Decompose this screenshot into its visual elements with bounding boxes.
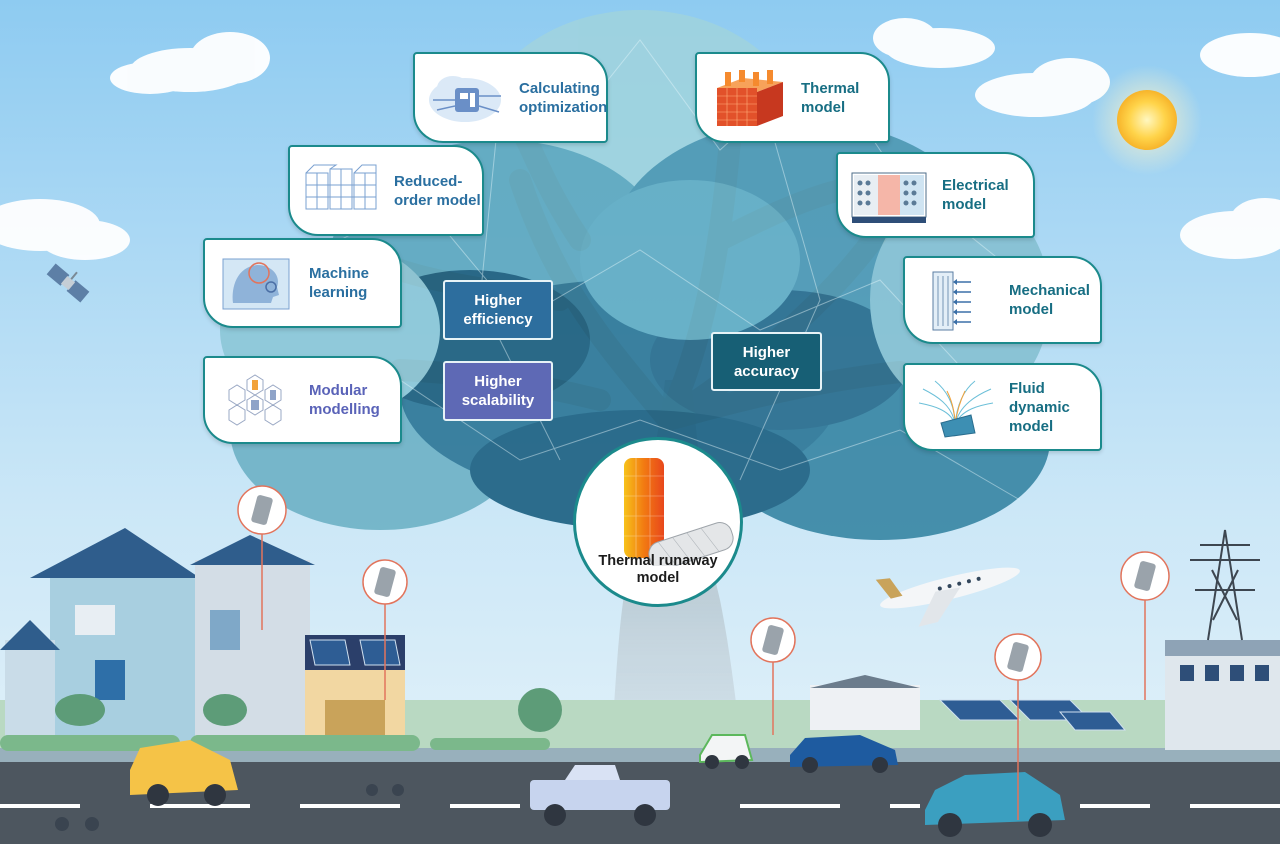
circuit-cloud-icon	[425, 66, 507, 130]
satellite-icon	[46, 263, 90, 303]
card-label: Reduced- order model	[394, 172, 481, 209]
card-label: Thermal model	[801, 79, 860, 116]
card-label: Calculating optimization	[519, 79, 608, 116]
card-fluid-dynamic-model: Fluid dynamic model	[903, 363, 1102, 451]
battery-cell-icon	[251, 495, 1156, 672]
card-label: Modular modelling	[309, 382, 380, 418]
hedge	[0, 735, 550, 751]
scooter-icon	[55, 784, 404, 831]
car-icon	[790, 735, 898, 773]
thermal-runaway-label: Thermal runaway model	[598, 553, 718, 586]
card-machine-learning: Machine learning	[203, 238, 402, 328]
ai-head-icon	[215, 251, 297, 315]
card-label: Mechanical model	[1009, 282, 1090, 318]
car-icon	[925, 772, 1065, 837]
card-mechanical-model: Mechanical model	[903, 256, 1102, 344]
card-calculating-optimization: Calculating optimization	[413, 52, 608, 143]
flow-streamlines-icon	[915, 375, 997, 439]
card-label: Fluid dynamic model	[1009, 379, 1070, 435]
battery-cells-icon	[848, 163, 930, 227]
card-reduced-order-model: Reduced- order model	[288, 145, 484, 236]
card-label: Electrical model	[942, 177, 1009, 213]
higher-accuracy-badge: Higher accuracy	[711, 332, 822, 391]
sun-icon	[1092, 65, 1202, 175]
house-icon	[0, 528, 405, 748]
cloud-icon	[0, 18, 1280, 260]
card-electrical-model: Electrical model	[836, 152, 1035, 238]
wireframe-blocks-icon	[300, 159, 382, 223]
car-icon	[130, 740, 238, 806]
higher-efficiency-badge: Higher efficiency	[443, 280, 553, 340]
hexagon-modules-icon	[215, 368, 297, 432]
airplane-icon	[875, 567, 1020, 627]
cylindrical-cell-icon	[624, 458, 734, 566]
card-modular-modelling: Modular modelling	[203, 356, 402, 444]
heat-cube-icon	[707, 66, 789, 130]
higher-scalability-badge: Higher scalability	[443, 361, 553, 421]
solar-panel-icon	[309, 639, 1127, 731]
card-thermal-model: Thermal model	[695, 52, 890, 143]
tree-icon	[55, 688, 562, 732]
factory-icon	[810, 640, 1280, 750]
power-tower-icon	[1190, 529, 1260, 641]
pickup-truck-icon	[530, 765, 670, 826]
pressed-cell-icon	[915, 268, 997, 332]
card-label: Machine learning	[309, 265, 370, 301]
car-icon	[699, 734, 754, 769]
thermal-runaway-node	[573, 437, 743, 607]
